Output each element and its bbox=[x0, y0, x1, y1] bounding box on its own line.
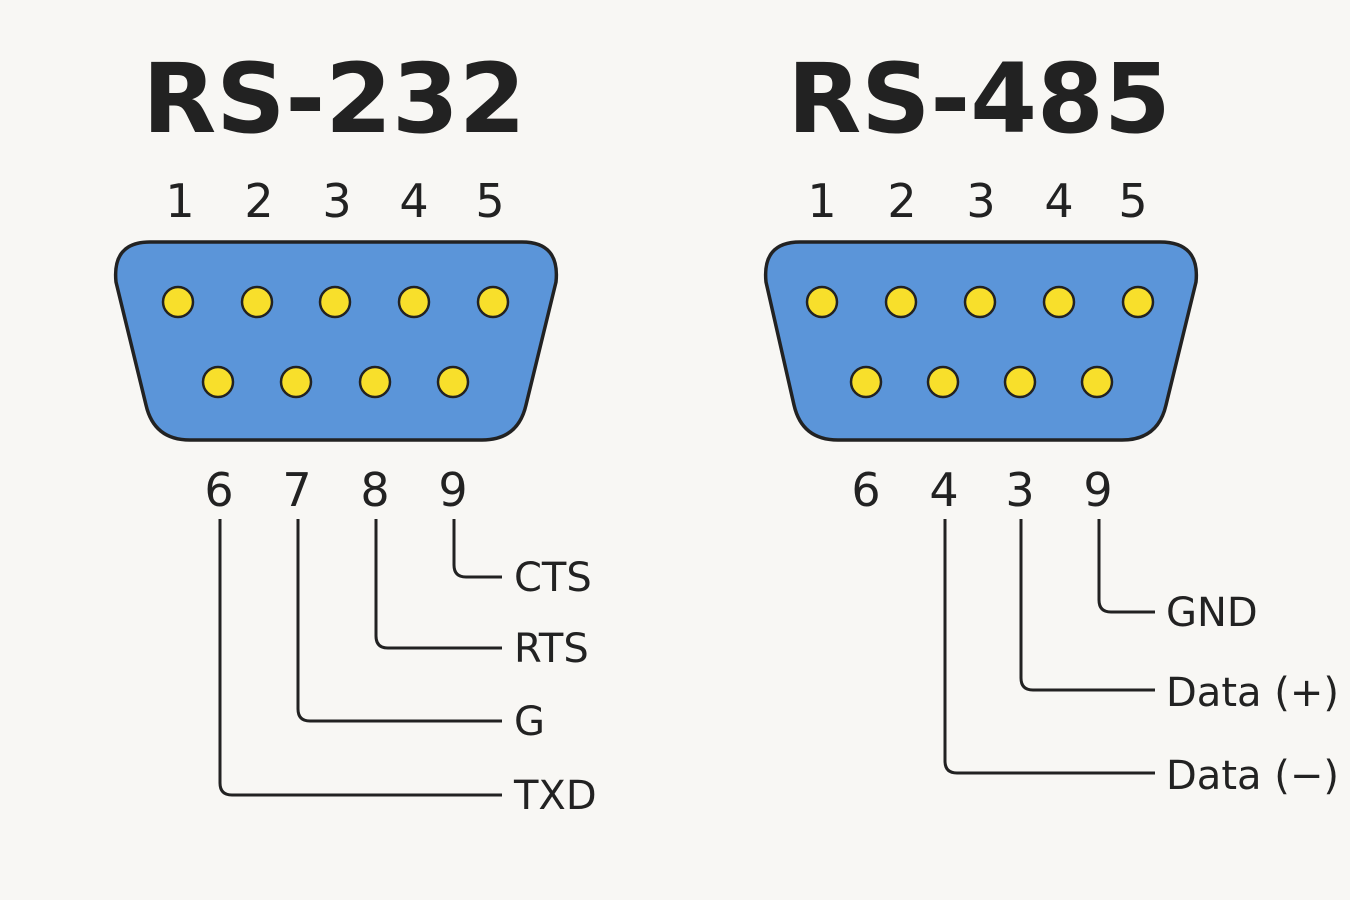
rs232-pin bbox=[397, 285, 431, 319]
rs232-pin bbox=[318, 285, 352, 319]
rs485-db9-shell bbox=[763, 240, 1199, 442]
rs232-pin bbox=[201, 365, 235, 399]
rs485-pin-number: 3 bbox=[1005, 463, 1034, 517]
rs485-connector: RS-485 1 2 3 4 5 6 4 3 9 GND Data (+) Da… bbox=[763, 43, 1339, 799]
rs232-pin-number: 5 bbox=[475, 174, 504, 228]
rs232-pin bbox=[436, 365, 470, 399]
rs232-pin bbox=[240, 285, 274, 319]
rs232-pin-number: 1 bbox=[165, 174, 194, 228]
rs485-pin-number: 4 bbox=[1044, 174, 1073, 228]
rs485-leader-line bbox=[943, 519, 1155, 775]
rs232-pin-number: 2 bbox=[244, 174, 273, 228]
rs232-signal-label: CTS bbox=[514, 555, 592, 601]
rs485-pin-number: 6 bbox=[851, 463, 880, 517]
rs485-pin bbox=[1003, 365, 1037, 399]
rs485-pin bbox=[1121, 285, 1155, 319]
rs232-pin-number: 4 bbox=[399, 174, 428, 228]
rs485-pin bbox=[1042, 285, 1076, 319]
rs485-pin bbox=[1080, 365, 1114, 399]
rs232-pin bbox=[161, 285, 195, 319]
rs232-signal-label: RTS bbox=[514, 626, 589, 672]
rs232-db9-shell bbox=[113, 240, 559, 442]
rs232-connector: RS-232 1 2 3 4 5 6 7 8 9 CTS RTS G TXD bbox=[113, 43, 597, 819]
rs232-pin-number: 3 bbox=[322, 174, 351, 228]
rs232-pin-number: 7 bbox=[282, 463, 311, 517]
rs485-pin bbox=[963, 285, 997, 319]
rs485-pin-number: 3 bbox=[966, 174, 995, 228]
rs485-pin-number: 5 bbox=[1118, 174, 1147, 228]
rs485-signal-label: GND bbox=[1166, 590, 1258, 636]
rs232-pin bbox=[476, 285, 510, 319]
rs232-leader-line bbox=[452, 519, 502, 579]
rs232-signal-label: TXD bbox=[513, 773, 597, 819]
rs485-title: RS-485 bbox=[787, 43, 1170, 155]
rs485-signal-label: Data (−) bbox=[1166, 753, 1339, 799]
rs485-pin-number: 2 bbox=[887, 174, 916, 228]
rs232-leader-line bbox=[296, 519, 502, 723]
rs232-pin bbox=[358, 365, 392, 399]
rs232-pin-number: 6 bbox=[204, 463, 233, 517]
rs485-pin bbox=[884, 285, 918, 319]
rs485-pin-number: 4 bbox=[929, 463, 958, 517]
rs485-pin bbox=[926, 365, 960, 399]
rs232-pin bbox=[279, 365, 313, 399]
rs232-signal-label: G bbox=[514, 699, 545, 745]
rs485-pin-number: 1 bbox=[807, 174, 836, 228]
rs485-signal-label: Data (+) bbox=[1166, 670, 1339, 716]
rs485-pin-number: 9 bbox=[1083, 463, 1112, 517]
rs485-leader-line bbox=[1019, 519, 1155, 692]
rs232-pin-number: 8 bbox=[360, 463, 389, 517]
rs485-pin bbox=[849, 365, 883, 399]
rs232-leader-line bbox=[374, 519, 502, 650]
rs485-leader-line bbox=[1097, 519, 1155, 614]
rs232-pin-number: 9 bbox=[438, 463, 467, 517]
rs232-title: RS-232 bbox=[142, 43, 525, 155]
rs232-leader-line bbox=[218, 519, 502, 797]
rs485-pin bbox=[805, 285, 839, 319]
